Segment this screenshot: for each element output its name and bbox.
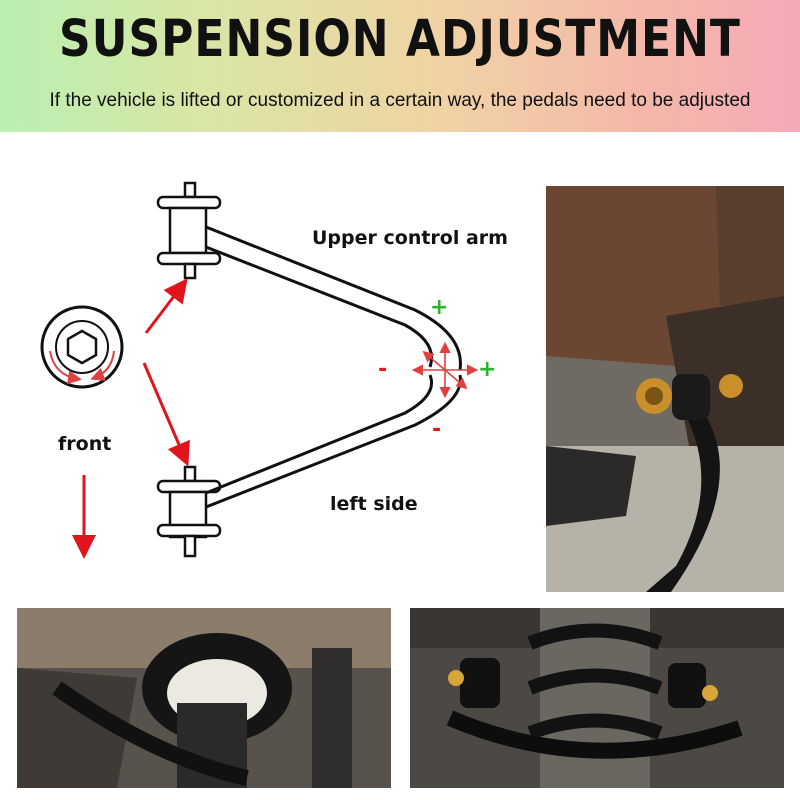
- plus-right-label: +: [478, 357, 497, 382]
- front-label: front: [58, 433, 112, 455]
- strut-photo: [17, 608, 391, 788]
- left-side-label: left side: [330, 493, 418, 515]
- upper-bushing: [156, 181, 222, 280]
- adjust-arrows: [411, 341, 479, 399]
- page-subtitle: If the vehicle is lifted or customized i…: [49, 90, 751, 111]
- cam-bolt-icon: [40, 305, 124, 389]
- arm-outline: [205, 225, 462, 509]
- minus-left-label: -: [378, 357, 388, 382]
- control-arm-drawing: [40, 181, 479, 559]
- page-title: SUSPENSION ADJUSTMENT: [59, 10, 741, 69]
- upper-control-arm-label: Upper control arm: [312, 227, 508, 249]
- upper-arm-photo: [546, 186, 784, 592]
- minus-bottom-label: -: [432, 417, 442, 442]
- control-arm-diagram: Upper control arm left side front + + - …: [20, 175, 540, 575]
- lower-bushing: [156, 465, 222, 558]
- plus-top-label: +: [430, 295, 449, 320]
- header-banner: SUSPENSION ADJUSTMENT If the vehicle is …: [0, 0, 800, 132]
- coil-spring-photo: [410, 608, 784, 788]
